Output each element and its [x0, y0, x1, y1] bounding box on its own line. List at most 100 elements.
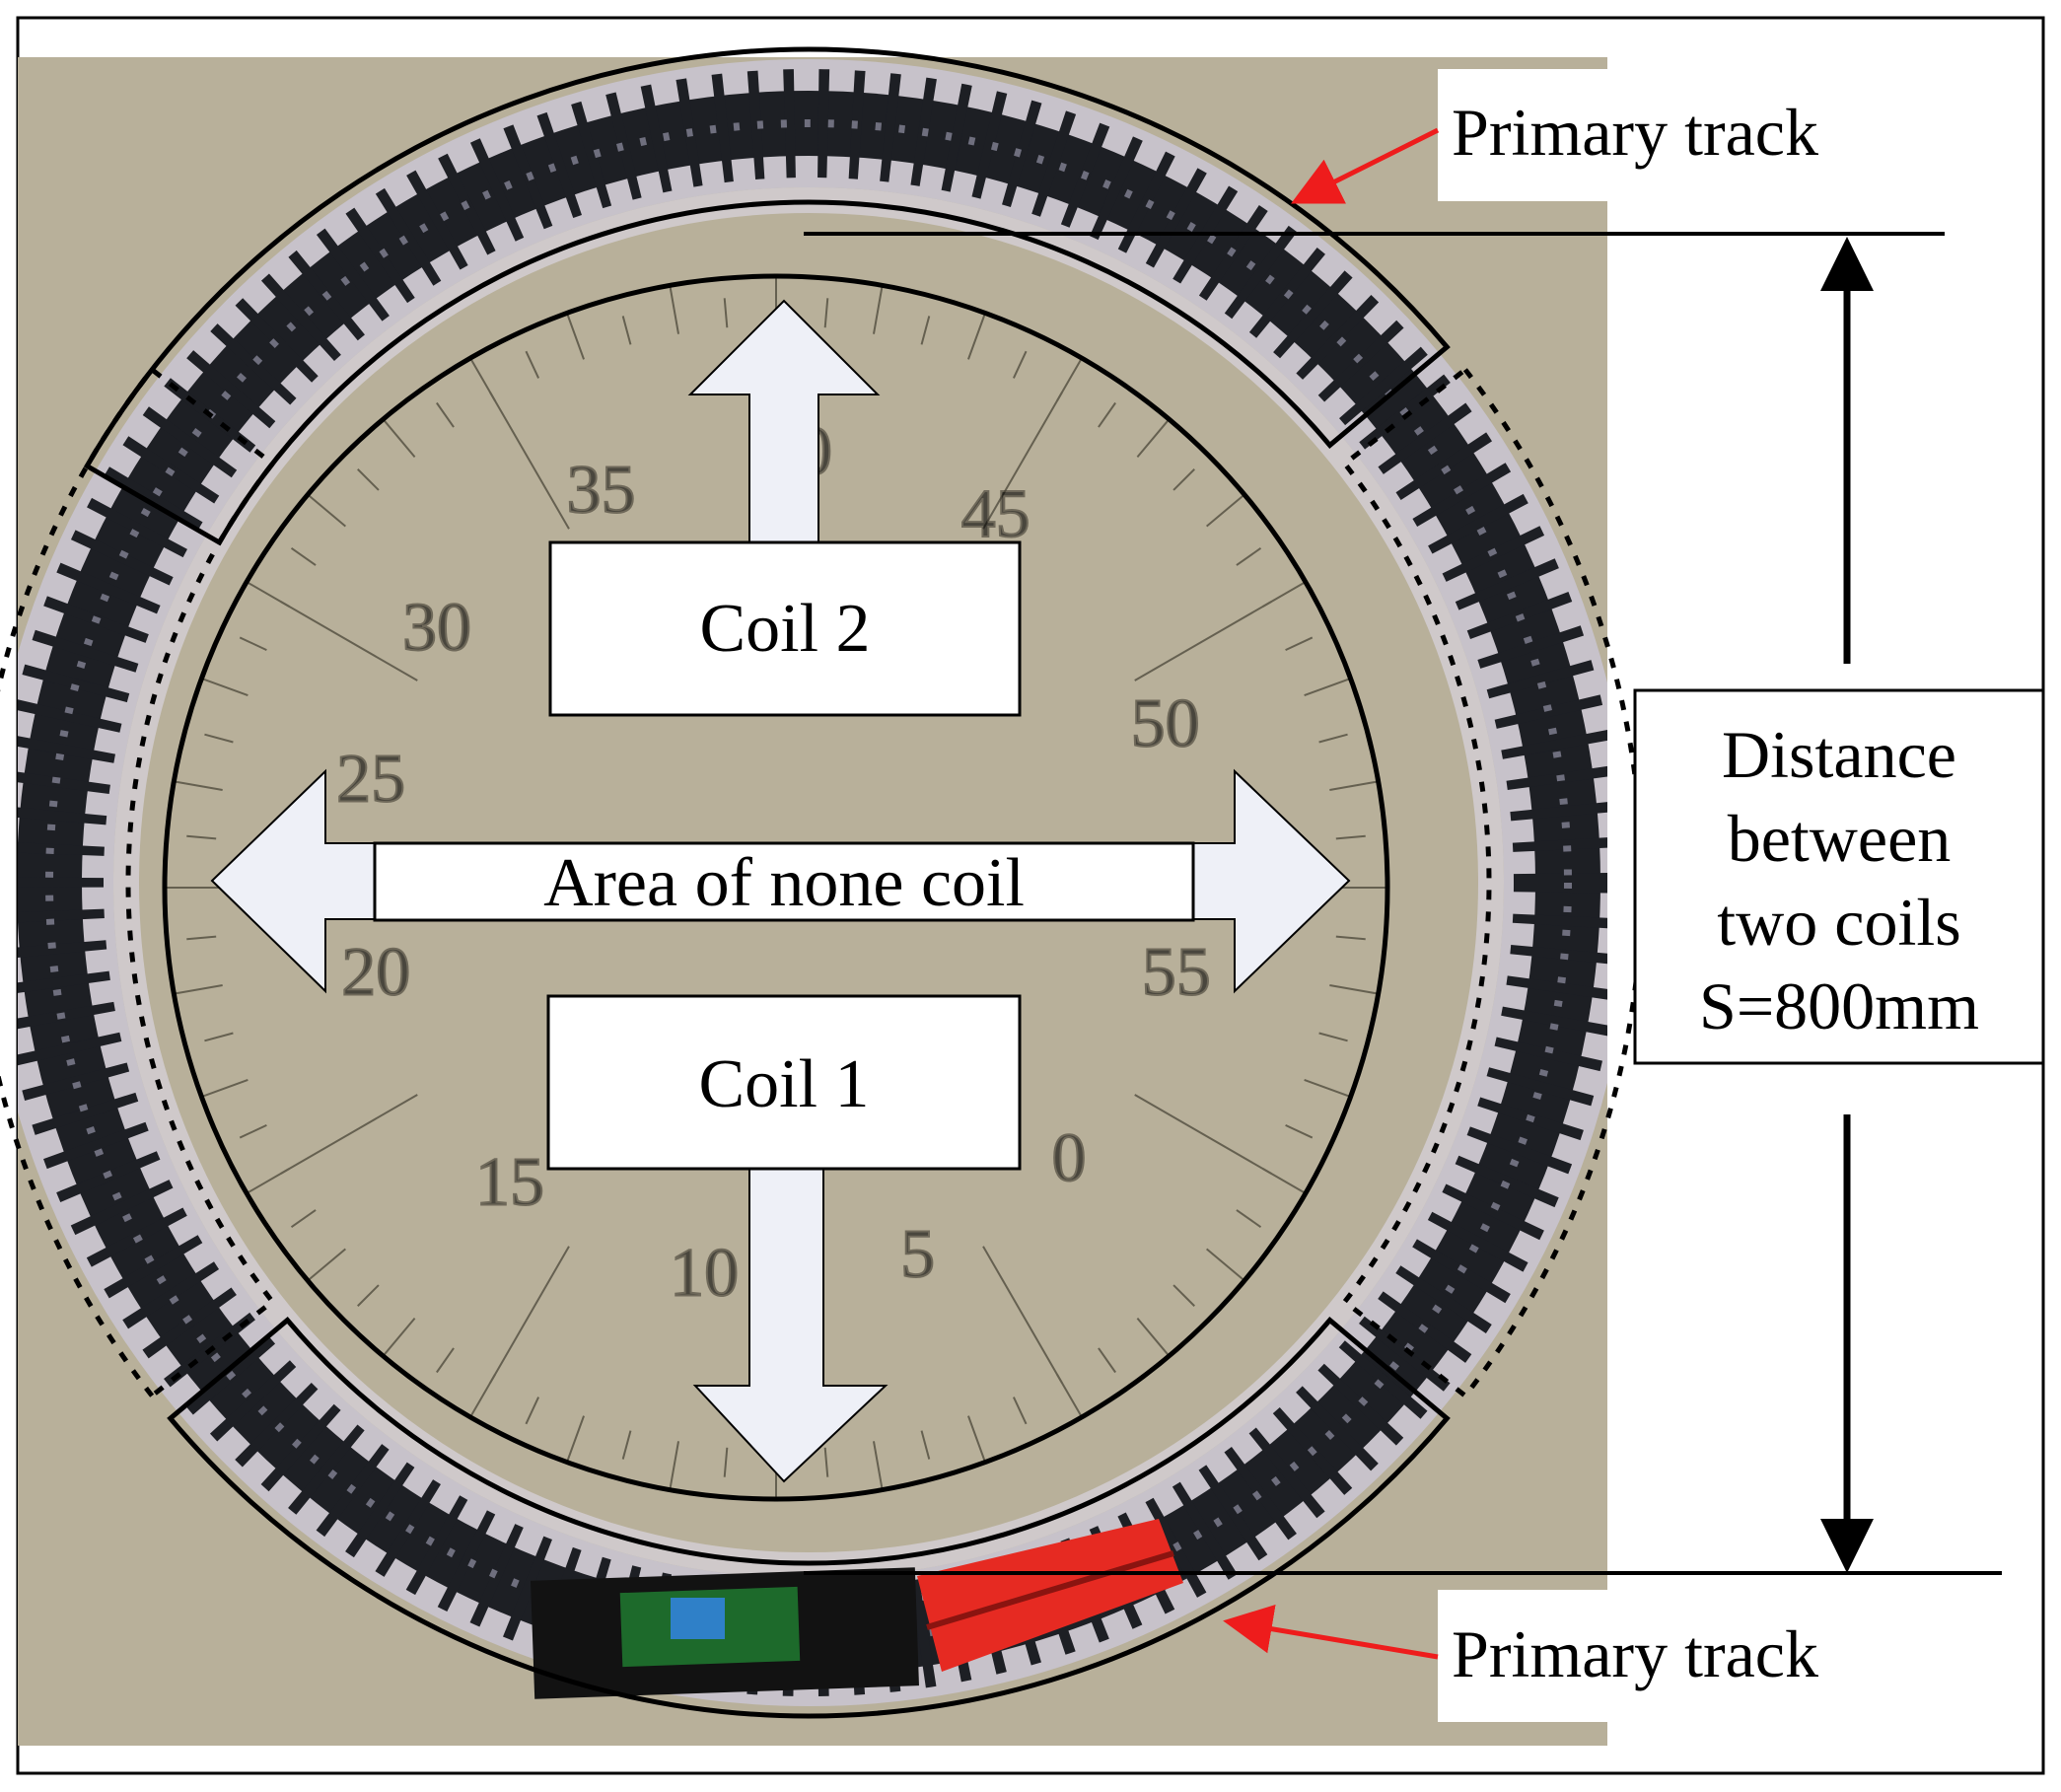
- scale-tick: [920, 1430, 931, 1460]
- scale-tick: [1136, 418, 1171, 458]
- track-rail-center: [45, 119, 1572, 1646]
- arrow-up-icon: [687, 299, 881, 543]
- scale-tick: [204, 733, 234, 744]
- scale-tick: [967, 1415, 986, 1463]
- scale-tick: [239, 1123, 267, 1139]
- scale-tick: [621, 1430, 632, 1460]
- scale-tick: [382, 418, 416, 458]
- scale-tick: [1304, 1079, 1351, 1098]
- primary-track-top-callout: Primary track: [1291, 69, 1818, 204]
- scale-tick: [1329, 780, 1379, 792]
- scale-tick: [1173, 1284, 1195, 1307]
- scale-tick: [186, 935, 217, 941]
- scale-tick: [1285, 1123, 1314, 1139]
- arrow-down-icon: [692, 1163, 888, 1483]
- scale-tick: [525, 1397, 540, 1425]
- board-number: 20: [341, 935, 410, 1011]
- scale-radial-line: [280, 601, 418, 681]
- scale-tick: [1304, 678, 1351, 696]
- coil-1-label: Coil 1: [698, 1046, 869, 1122]
- board-number: 45: [961, 476, 1030, 552]
- red-callout-arrow-icon: [1223, 1604, 1439, 1660]
- scale-tick: [1206, 493, 1245, 528]
- scale-tick: [201, 1079, 249, 1098]
- board-number: 25: [336, 742, 405, 818]
- scale-radial-line: [982, 1246, 1063, 1384]
- scale-tick: [204, 1032, 234, 1042]
- scale-radial-line: [1134, 1094, 1272, 1175]
- coil-direction-arrows: [210, 299, 1351, 1483]
- scale-tick: [382, 1318, 416, 1357]
- arrow-up-head-icon: [1820, 237, 1874, 291]
- scale-tick: [436, 401, 455, 428]
- distance-line-4: S=800mm: [1699, 968, 1979, 1043]
- scale-tick: [290, 547, 317, 566]
- scale-tick: [621, 316, 632, 345]
- distance-line-3: two coils: [1717, 885, 1960, 960]
- coil-2-box: Coil 2: [548, 540, 1022, 717]
- coil-1-box: Coil 1: [546, 994, 1022, 1171]
- primary-track-bottom-label: Primary track: [1452, 1616, 1818, 1691]
- board-number: 50: [1131, 685, 1200, 761]
- area-none-coil-label: Area of none coil: [543, 845, 1025, 921]
- board-number: 10: [670, 1236, 739, 1312]
- distance-label-box: [1633, 688, 2045, 1065]
- scale-tick: [723, 1447, 729, 1477]
- arrow-down-head-icon: [1820, 1519, 1874, 1573]
- test-vehicle: [531, 1519, 1183, 1699]
- scale-radial-line: [489, 1246, 570, 1384]
- primary-track-bottom-callout: Primary track: [1223, 1590, 1818, 1722]
- red-callout-arrow-icon: [1291, 127, 1440, 204]
- board-number: 0: [1051, 1120, 1086, 1196]
- scale-tick: [1012, 1397, 1028, 1425]
- coil-outline-dashed: [0, 366, 276, 1399]
- scale-tick: [823, 1447, 829, 1477]
- scale-tick: [1098, 1347, 1116, 1374]
- scale-tick: [307, 493, 346, 528]
- area-none-coil-box: Area of none coil: [373, 841, 1195, 922]
- scale-tick: [823, 298, 829, 328]
- scale-tick: [525, 350, 540, 379]
- scale-tick: [566, 313, 585, 360]
- distance-line-1: Distance: [1722, 717, 1956, 792]
- scale-tick: [669, 285, 680, 334]
- distance-dimension: Distance between two coils S=800mm: [804, 232, 2045, 1575]
- scale-radial-line: [1134, 601, 1272, 681]
- board-number: 15: [475, 1145, 544, 1221]
- scale-tick: [920, 316, 931, 345]
- board-number: 5: [900, 1217, 935, 1293]
- arrow-right-icon: [1192, 768, 1351, 994]
- scale-tick: [1318, 733, 1348, 744]
- scale-tick: [1318, 1032, 1348, 1042]
- coil-outline: [83, 46, 1451, 546]
- coil-outlines: [0, 46, 1645, 1719]
- scale-radial-line: [982, 392, 1063, 530]
- coil-outline-dashed: [1341, 366, 1645, 1399]
- scale-tick: [669, 1441, 680, 1490]
- primary-track-top-label: Primary track: [1452, 95, 1818, 170]
- scale-tick: [1206, 1248, 1245, 1282]
- board-scale-marks: [165, 276, 1387, 1499]
- scale-radial-line: [280, 1094, 418, 1175]
- scale-tick: [201, 678, 249, 696]
- distance-line-2: between: [1728, 801, 1952, 876]
- scale-radial-line: [489, 392, 570, 530]
- scale-tick: [566, 1415, 585, 1463]
- scale-tick: [239, 636, 267, 652]
- scale-tick: [436, 1347, 455, 1374]
- scale-tick: [174, 983, 223, 995]
- board-number: 30: [402, 590, 471, 666]
- board-number: 35: [567, 452, 636, 528]
- scale-tick: [357, 468, 380, 491]
- scale-tick: [872, 285, 884, 334]
- arrow-left-icon: [210, 768, 376, 994]
- scale-tick: [1136, 1318, 1171, 1357]
- scale-tick: [1335, 935, 1366, 941]
- scale-tick: [967, 313, 986, 360]
- inner-boundary-circle: [162, 273, 1390, 1502]
- scale-tick: [1012, 350, 1028, 379]
- scale-tick: [290, 1209, 317, 1228]
- scale-tick: [1236, 547, 1262, 566]
